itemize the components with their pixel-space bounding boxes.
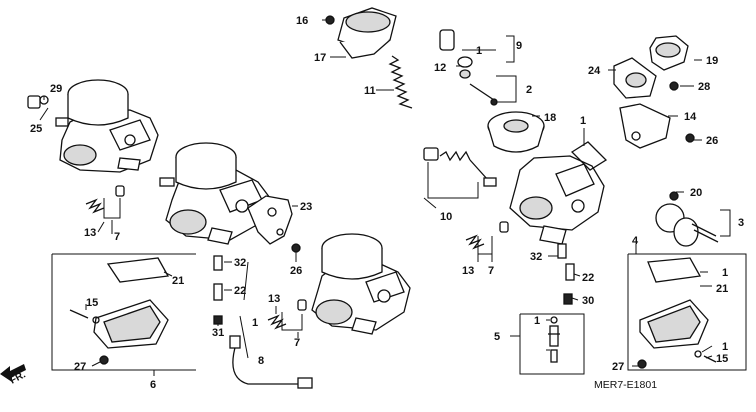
callout-27-left: 27 [74, 361, 86, 373]
jet-needle-holder [439, 29, 498, 106]
callout-1-right-kit: 1 [722, 267, 728, 279]
callout-7-left: 7 [114, 231, 120, 243]
spring-13-left [85, 185, 125, 214]
pilot-screw-kit [519, 313, 585, 375]
float-chamber-kit-right [627, 253, 747, 371]
callout-26-left: 26 [290, 265, 302, 277]
callout-9: 9 [516, 40, 522, 52]
callout-19: 19 [706, 55, 718, 67]
callout-20: 20 [690, 187, 702, 199]
callout-13-center: 13 [268, 293, 280, 305]
air-cut-valve [423, 147, 497, 187]
callout-28: 28 [698, 81, 710, 93]
cover-19 [649, 35, 689, 71]
callout-22-left: 22 [234, 285, 246, 297]
callout-32-right: 32 [530, 251, 542, 263]
callout-17: 17 [314, 52, 326, 64]
jets-left [213, 255, 223, 325]
screw-28 [669, 81, 679, 91]
callout-2: 2 [526, 84, 532, 96]
carburetor-body-1 [55, 79, 159, 173]
callout-15-left: 15 [86, 297, 98, 309]
callout-3: 3 [738, 217, 744, 229]
top-cover [337, 7, 397, 59]
callout-10: 10 [440, 211, 452, 223]
front-direction-marker: FR. [0, 364, 28, 387]
callout-31: 31 [212, 327, 224, 339]
callout-18: 18 [544, 112, 556, 124]
spring-13-center [267, 299, 307, 330]
gasket-24 [613, 57, 657, 99]
callout-labels: 16 17 11 1 9 12 2 18 1 10 29 25 13 7 23 … [30, 15, 744, 391]
callout-21-left: 21 [172, 275, 184, 287]
bracket-23 [247, 195, 293, 245]
callout-29: 29 [50, 83, 62, 95]
callout-11: 11 [364, 85, 376, 97]
float-chamber-kit-left [51, 253, 196, 371]
carburetor-body-4 [509, 155, 605, 245]
callout-26-right: 26 [706, 135, 718, 147]
callout-16: 16 [296, 15, 308, 27]
callout-7-center: 7 [294, 337, 300, 349]
callout-5: 5 [494, 331, 500, 343]
vacuum-spring [388, 55, 413, 109]
jets-right [557, 243, 575, 305]
callout-23: 23 [300, 201, 312, 213]
callout-25: 25 [30, 123, 42, 135]
callout-13-right: 13 [462, 265, 474, 277]
callout-1-right-lower: 1 [722, 341, 728, 353]
callout-15-right: 15 [716, 353, 728, 365]
callout-12: 12 [434, 62, 446, 74]
callout-8: 8 [258, 355, 264, 367]
callout-6: 6 [150, 379, 156, 391]
diagram-code: MER7-E1801 [594, 379, 657, 391]
callout-14: 14 [684, 111, 697, 123]
callout-21-right: 21 [716, 283, 728, 295]
vacuum-piston [487, 111, 545, 153]
choke-plunger-set [655, 191, 719, 247]
leader-lines [39, 19, 731, 376]
callout-7-right: 7 [488, 265, 494, 277]
callout-4: 4 [632, 235, 639, 247]
fuel-tube [229, 335, 313, 389]
callout-1-center: 1 [252, 317, 258, 329]
callout-1-needle: 1 [476, 45, 482, 57]
cover-14 [619, 103, 671, 149]
carburetor-body-2 [159, 142, 271, 245]
callout-13-left: 13 [84, 227, 96, 239]
screw-26-left [291, 243, 301, 253]
fitting-25 [27, 95, 41, 109]
callout-22-right: 22 [582, 272, 594, 284]
callout-32-left: 32 [234, 257, 246, 269]
callout-1-gasket: 1 [580, 115, 586, 127]
callout-1-pilot: 1 [534, 315, 540, 327]
callout-27-right: 27 [612, 361, 624, 373]
carburetor-body-3 [311, 233, 411, 335]
o-ring-gasket [570, 141, 608, 171]
cover-screw [325, 15, 335, 25]
callout-30: 30 [582, 295, 594, 307]
spring-13-right [465, 221, 509, 250]
callout-24: 24 [588, 65, 601, 77]
screw-26-right [685, 133, 695, 143]
